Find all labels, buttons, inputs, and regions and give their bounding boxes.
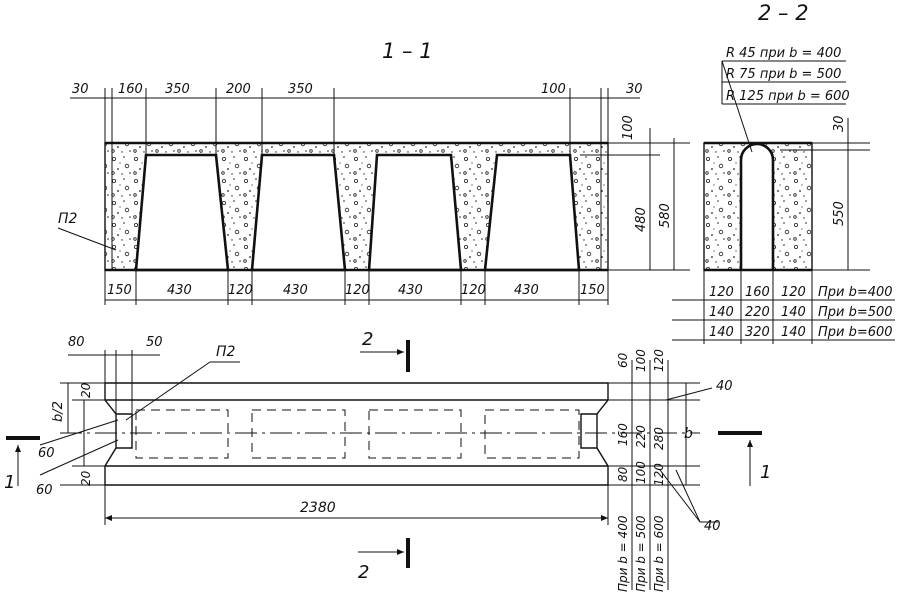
section-1-1-title: 1 – 1 — [382, 39, 433, 63]
plan-hidden-cores — [135, 409, 580, 459]
dim-top-200: 200 — [226, 82, 251, 97]
svg-text:1: 1 — [4, 472, 15, 493]
dim-bottom-430-c: 430 — [398, 283, 423, 298]
plan-leader-40-top: 40 — [716, 379, 733, 394]
width-row-500: 140 220 140 При b=500 — [709, 305, 893, 320]
radius-note-500: R 75 при b = 500 — [726, 67, 841, 82]
plan-dim-80-lower: 80 — [616, 466, 630, 482]
dim-bottom-430-a: 430 — [167, 283, 192, 298]
plan-outline — [104, 382, 609, 486]
section-marker-1-left: 1 — [4, 436, 40, 493]
plan-dim-20-bottom: 20 — [79, 470, 93, 486]
plan-dim-120-right: 120 — [652, 349, 666, 372]
plan-dim-50: 50 — [146, 335, 163, 350]
svg-text:При b=400: При b=400 — [818, 285, 893, 300]
section-1-1-body — [104, 142, 609, 271]
section-1-1-top-ticks — [104, 88, 609, 155]
svg-text:160: 160 — [745, 285, 770, 300]
plan-right-dims — [608, 360, 718, 590]
part-p2-label-plan: П2 — [216, 344, 236, 360]
dim-bottom-120-a: 120 — [228, 283, 253, 298]
svg-text:2: 2 — [362, 329, 373, 350]
part-p2-leader-plan — [125, 361, 211, 421]
svg-text:2: 2 — [358, 562, 369, 583]
dim-top-30-left: 30 — [72, 82, 89, 97]
svg-text:1: 1 — [760, 462, 771, 483]
section-2-2-core — [739, 142, 775, 270]
dim-bottom-430-d: 430 — [514, 283, 539, 298]
section-marker-1-right: 1 — [718, 431, 771, 486]
radius-note-box — [721, 60, 846, 153]
dim-2-2-30: 30 — [832, 115, 847, 132]
dim-bottom-120-c: 120 — [461, 283, 486, 298]
plan-end-socket-right — [580, 413, 597, 449]
plan-dim-b-half: b/2 — [51, 401, 66, 422]
plan-dim-100-lower: 100 — [634, 461, 648, 484]
plan-dim-80: 80 — [68, 335, 85, 350]
plan-top-left-dims — [68, 350, 160, 414]
plan-note-500: При b = 500 — [634, 515, 648, 592]
dim-top-350-b: 350 — [288, 82, 313, 97]
dim-right-480: 480 — [634, 207, 649, 232]
plan-note-400: При b = 400 — [616, 515, 630, 592]
plan-dim-60-right: 60 — [616, 352, 630, 368]
plan-note-600: При b = 600 — [652, 515, 666, 592]
svg-text:140: 140 — [781, 305, 806, 320]
svg-text:140: 140 — [781, 325, 806, 340]
plan-length: 2380 — [300, 500, 336, 516]
dim-top-100: 100 — [541, 82, 566, 97]
radius-note-600: R 125 при b = 600 — [726, 89, 850, 104]
section-2-2-title: 2 – 2 — [758, 1, 809, 25]
section-marker-2-bottom: 2 — [358, 538, 410, 583]
svg-text:140: 140 — [709, 305, 734, 320]
section-1-1-right-dims — [580, 128, 690, 271]
svg-text:320: 320 — [745, 325, 770, 340]
dim-bottom-150-left: 150 — [107, 283, 132, 298]
width-row-600: 140 320 140 При b=600 — [709, 325, 893, 340]
plan-dim-60-a: 60 — [38, 446, 55, 461]
plan-dim-b: b — [684, 426, 693, 442]
svg-text:При b=500: При b=500 — [818, 305, 893, 320]
dim-top-30-right: 30 — [626, 82, 643, 97]
plan-dim-20-top: 20 — [79, 382, 93, 398]
plan-end-socket-left — [116, 413, 133, 449]
radius-note-400: R 45 при b = 400 — [726, 46, 841, 61]
plan-dim-220: 220 — [634, 425, 648, 448]
section-2-2-body — [703, 142, 813, 271]
dim-top-160: 160 — [118, 82, 143, 97]
dim-2-2-550: 550 — [832, 201, 847, 226]
plan-view: b/2 20 60 60 20 80 50 П2 2380 — [4, 329, 771, 592]
svg-text:При b=600: При b=600 — [818, 325, 893, 340]
width-table-lines — [672, 270, 895, 344]
svg-text:120: 120 — [781, 285, 806, 300]
plan-dim-60-b: 60 — [36, 483, 53, 498]
dim-right-100: 100 — [621, 115, 636, 140]
part-p2-leader-section — [57, 227, 117, 251]
section-1-1-bottom-ticks — [104, 270, 609, 305]
dim-bottom-430-b: 430 — [283, 283, 308, 298]
section-2-2-right-dims — [780, 118, 870, 271]
svg-text:120: 120 — [709, 285, 734, 300]
svg-text:220: 220 — [745, 305, 770, 320]
section-2-2: 2 – 2 R 45 при b = 400 R 75 при b = 500 … — [672, 1, 895, 344]
plan-length-dim — [104, 485, 609, 525]
plan-leader-40-bottom: 40 — [704, 519, 721, 534]
dim-right-580: 580 — [658, 203, 673, 228]
dim-bottom-150-right: 150 — [580, 283, 605, 298]
plan-dim-120-lower: 120 — [652, 463, 666, 486]
section-1-1: 1 – 1 30 160 350 200 350 100 30 — [57, 39, 690, 305]
dim-top-350-a: 350 — [165, 82, 190, 97]
section-marker-2-top: 2 — [360, 329, 410, 372]
plan-dim-160: 160 — [616, 423, 630, 446]
plan-dim-100-right: 100 — [634, 349, 648, 372]
dim-bottom-120-b: 120 — [345, 283, 370, 298]
svg-text:140: 140 — [709, 325, 734, 340]
part-p2-label-section: П2 — [58, 211, 78, 227]
plan-dim-280: 280 — [652, 427, 666, 450]
width-row-400: 120 160 120 При b=400 — [709, 285, 893, 300]
plan-left-dims — [39, 382, 119, 486]
